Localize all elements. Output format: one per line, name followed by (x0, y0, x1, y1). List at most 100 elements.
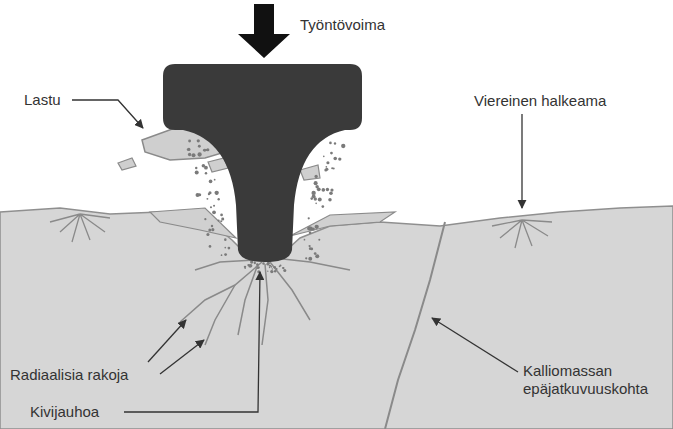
dust-particle (203, 149, 206, 152)
dust-particle (192, 153, 196, 157)
dust-particle (215, 191, 219, 195)
dust-particle (221, 217, 224, 220)
dust-particle (206, 233, 209, 236)
dust-particle (280, 264, 282, 266)
discontinuity-line (385, 222, 445, 429)
dust-particle (273, 266, 276, 269)
dust-particle (197, 152, 201, 156)
surface-fragment (290, 212, 395, 236)
dust-particle (315, 254, 319, 258)
dust-particle (196, 193, 200, 197)
dust-particle (220, 214, 223, 217)
rock-mass (0, 206, 673, 429)
thrust-arrow (238, 4, 290, 58)
chip-flake (118, 158, 136, 170)
dust-particle (188, 153, 191, 156)
dust-particle (326, 188, 329, 191)
dust-particle (333, 167, 335, 169)
dust-particle (323, 156, 325, 158)
dust-particle (217, 198, 219, 200)
dust-particle (333, 157, 337, 161)
dust-particle (270, 270, 273, 273)
dust-particle (213, 205, 215, 207)
dust-particle (209, 245, 212, 248)
dust-particle (308, 245, 310, 247)
dust-particle (341, 144, 345, 148)
chip-flake (300, 165, 320, 180)
dust-particle (314, 181, 318, 185)
dust-particle (187, 148, 190, 151)
dust-particle (195, 170, 199, 174)
part-label: Kivijauhoa (30, 403, 99, 421)
part-label: Lastu (24, 91, 61, 109)
dust-particle (188, 140, 191, 143)
dust-particle (248, 264, 251, 267)
dust-particle (314, 252, 317, 255)
dust-particle (212, 210, 216, 214)
dust-particle (329, 142, 332, 145)
dust-particle (330, 152, 333, 155)
dust-particle (315, 225, 319, 229)
dust-particle (310, 248, 313, 251)
dust-particle (315, 185, 318, 188)
dust-particle (334, 142, 336, 144)
dust-particle (310, 197, 313, 200)
surface-fragment (150, 208, 236, 238)
dust-particle (220, 220, 222, 222)
dust-particle (322, 188, 326, 192)
dust-particle (211, 228, 214, 231)
dust-particle (224, 253, 227, 256)
dust-particle (318, 239, 320, 241)
dust-particle (314, 175, 317, 178)
part-label: Radiaalisia rakoja (10, 366, 128, 384)
leader-lines (72, 100, 522, 412)
dust-particle (314, 197, 317, 200)
dust-particle (267, 262, 270, 265)
radial-cracks (180, 258, 350, 345)
dust-particle (195, 167, 197, 169)
part-label: Viereinen halkeama (474, 92, 606, 110)
dust-particle (262, 262, 264, 264)
part-label: Kalliomassan epäjatkuvuuskohta (523, 362, 668, 398)
dust-particle (338, 157, 341, 160)
dust-particle (204, 166, 208, 170)
dust-particle (224, 247, 226, 249)
dust-particle (254, 261, 256, 263)
dust-particle (315, 202, 317, 204)
dust-particle (206, 198, 208, 200)
dust-particle (197, 139, 200, 142)
dust-particle (187, 148, 189, 150)
dust-particle (321, 205, 324, 208)
dust-particle (205, 172, 207, 174)
dust-particle (257, 267, 259, 269)
dust-particle (203, 149, 205, 151)
dust-particle (304, 239, 306, 241)
dust-particle (310, 258, 312, 260)
drill-bit (163, 64, 362, 262)
dust-particle (228, 247, 231, 250)
dust-particle (244, 267, 246, 269)
dust-particle (328, 198, 331, 201)
dust-particle (305, 257, 307, 259)
adjacent-crack (50, 214, 552, 248)
dust-particle (198, 145, 201, 148)
dust-particle (324, 169, 327, 172)
dust-particle (330, 188, 333, 191)
dust-particle (312, 227, 315, 230)
dust-particle (269, 265, 271, 267)
dust-particle (282, 267, 284, 269)
dust-particle (308, 257, 312, 261)
dust-particle (274, 270, 276, 272)
dust-particle (247, 264, 249, 266)
dust-particle (254, 262, 256, 264)
dust-particle (257, 266, 260, 269)
dust-particle (208, 229, 211, 232)
dust-particle (309, 231, 312, 234)
dust-particle (256, 263, 259, 266)
dust-particle (269, 267, 271, 269)
dust-particle (318, 198, 322, 202)
dust-particle (208, 191, 211, 194)
dust-particle (204, 218, 206, 220)
dust-particle (283, 269, 286, 272)
